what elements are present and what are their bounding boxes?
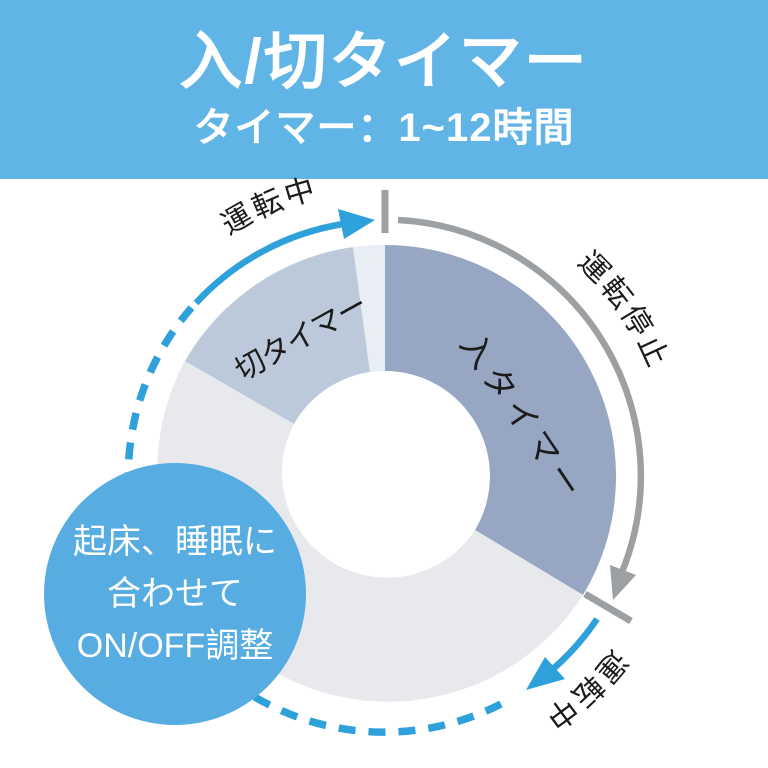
mid-tick: [583, 590, 633, 625]
donut-segment-off-timer: [185, 247, 370, 424]
blue-arrowhead-top-icon: [338, 209, 375, 239]
badge-line-3: ON/OFF調整: [76, 627, 274, 665]
sleep-wake-badge: 起床、睡眠に 合わせて ON/OFF調整: [44, 463, 306, 725]
running-arc-bottom: [550, 617, 600, 672]
stopped-label-text: 運転停止: [571, 245, 671, 374]
gray-arrowhead-icon: [610, 565, 636, 600]
running-label-bottom: 運転中: [537, 644, 633, 737]
blue-arrowhead-bottom-icon: [526, 657, 565, 690]
running-label-bottom-text: 運転中: [537, 644, 630, 737]
donut-segment-on-timer: [385, 245, 617, 595]
stopped-label: 運転停止: [571, 245, 674, 374]
badge-line-1: 起床、睡眠に: [73, 523, 277, 561]
running-arc-top: [193, 220, 344, 306]
donut-segment-pre-start: [353, 244, 385, 372]
header-banner: 入/切タイマー タイマー：1~12時間: [0, 0, 768, 179]
stopped-arc: [397, 216, 644, 574]
page-title: 入/切タイマー: [179, 27, 589, 97]
page-subtitle: タイマー：1~12時間: [193, 106, 575, 150]
badge-line-2: 合わせて: [107, 575, 243, 613]
